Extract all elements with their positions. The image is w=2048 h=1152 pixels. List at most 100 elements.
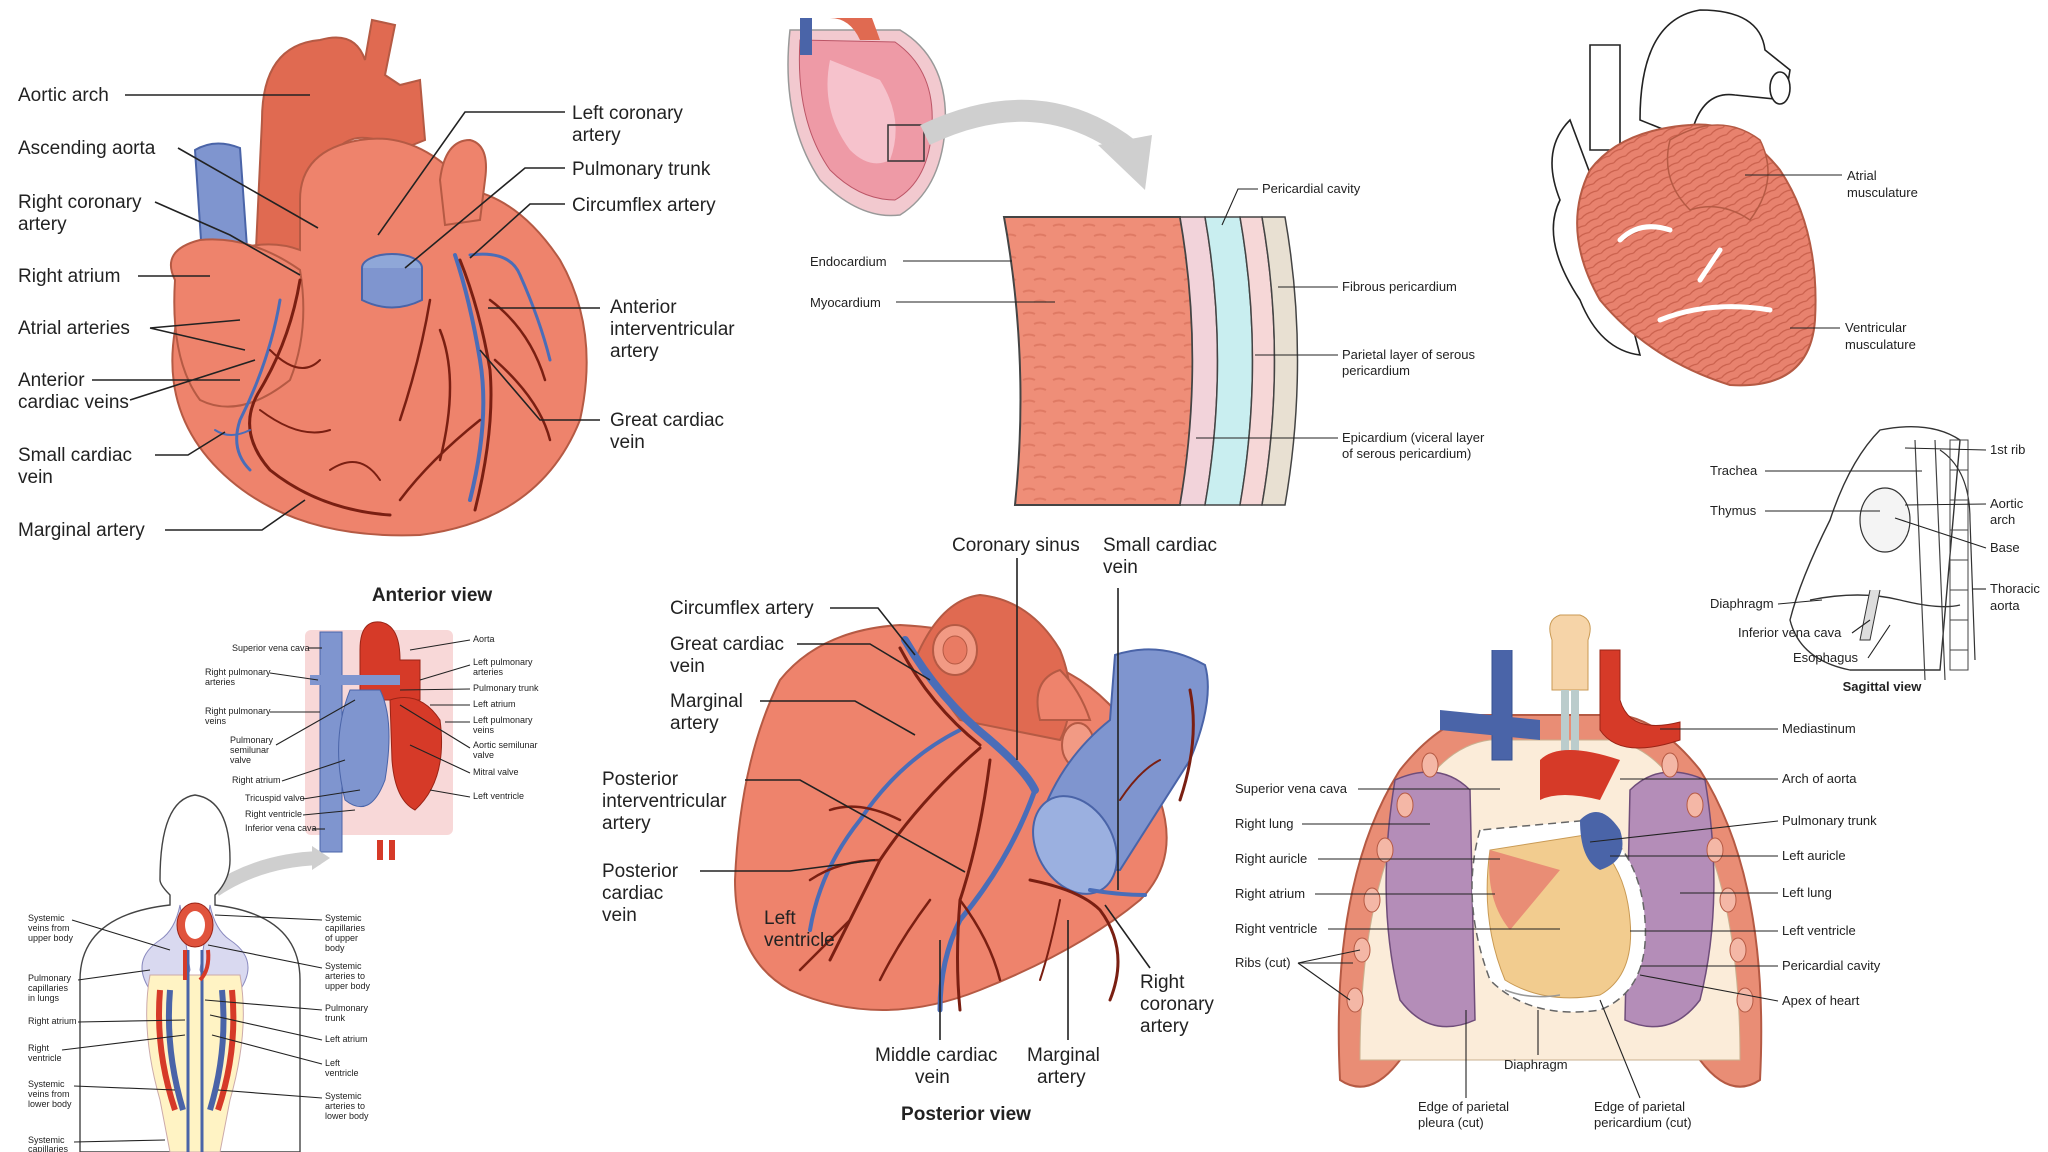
label-post-marginal-artery-2: artery	[670, 713, 719, 734]
label-body-pulmonary-trunk-1: Pulmonary	[325, 1003, 369, 1013]
label-body-systemic-arteries-upper-3: upper body	[325, 981, 371, 991]
sagittal-thorax-illustration	[1789, 426, 1976, 681]
label-circ-left-pulmonary-arteries-1: Left pulmonary	[473, 657, 533, 667]
thorax-illustration	[1337, 614, 1763, 1088]
sagittal-view-title: Sagittal view	[1843, 679, 1923, 694]
label-body-systemic-veins-upper-2: veins from	[28, 923, 70, 933]
label-circ-aortic-semilunar-1: Aortic semilunar	[473, 740, 538, 750]
label-circ-right-pulmonary-arteries-1: Right pulmonary	[205, 667, 271, 677]
label-body-systemic-capillaries-upper-4: body	[325, 943, 345, 953]
label-post-right-coronary-artery-2: coronary	[1140, 994, 1214, 1015]
label-sagittal-base: Base	[1990, 540, 2020, 555]
label-thoracic-aorta-2: aorta	[1990, 598, 2020, 613]
label-body-systemic-arteries-lower-1: Systemic	[325, 1091, 362, 1101]
label-circ-left-ventricle: Left ventricle	[473, 791, 524, 801]
label-thorax-superior-vena-cava: Superior vena cava	[1235, 781, 1348, 796]
label-body-pulmonary-trunk-2: trunk	[325, 1013, 346, 1023]
label-epicardium-2: of serous pericardium)	[1342, 446, 1471, 461]
label-thoracic-aorta-1: Thoracic	[1990, 581, 2040, 596]
label-posterior-interventricular-artery-3: artery	[602, 813, 651, 834]
label-first-rib: 1st rib	[1990, 442, 2025, 457]
label-circ-aortic-semilunar-2: valve	[473, 750, 494, 760]
label-ascending-aorta: Ascending aorta	[18, 138, 156, 159]
label-circ-mitral-valve: Mitral valve	[473, 767, 519, 777]
circulation-body-labels: Systemic veins from upper body Systemic …	[28, 913, 371, 1152]
label-sagittal-diaphragm: Diaphragm	[1710, 596, 1774, 611]
musculature-panel: Atrial musculature Ventricular musculatu…	[1551, 9, 1918, 387]
label-thorax-right-lung: Right lung	[1235, 816, 1294, 831]
label-thorax-pulmonary-trunk: Pulmonary trunk	[1782, 813, 1877, 828]
label-sagittal-thymus: Thymus	[1710, 503, 1757, 518]
label-circ-aorta: Aorta	[473, 634, 495, 644]
label-great-cardiac-vein-1: Great cardiac	[610, 410, 724, 431]
label-thorax-diaphragm: Diaphragm	[1504, 1057, 1568, 1072]
label-body-systemic-arteries-lower-2: arteries to	[325, 1101, 365, 1111]
label-body-pulmonary-capillaries-3: in lungs	[28, 993, 60, 1003]
label-left-coronary-artery-1: Left coronary	[572, 103, 683, 124]
label-post-marginal-artery-1: Marginal	[670, 691, 743, 712]
label-circumflex-artery: Circumflex artery	[572, 195, 716, 216]
label-circ-right-atrium: Right atrium	[232, 775, 281, 785]
label-sagittal-esophagus: Esophagus	[1793, 650, 1859, 665]
thorax-panel: Mediastinum Superior vena cava Arch of a…	[1235, 614, 1881, 1130]
anterior-coronary-vessels	[214, 252, 552, 517]
posterior-coronary-vessels	[798, 636, 1195, 1013]
anterior-view-panel: Aortic arch Ascending aorta Right corona…	[18, 18, 735, 606]
label-anterior-cardiac-veins-2: cardiac veins	[18, 392, 129, 413]
label-anterior-interventricular-artery-3: artery	[610, 341, 659, 362]
label-posterior-cardiac-vein-2: cardiac	[602, 883, 663, 904]
label-great-cardiac-vein-2: vein	[610, 432, 645, 453]
label-ventricular-musculature-1: Ventricular	[1845, 320, 1907, 335]
label-middle-cardiac-vein-2: vein	[915, 1067, 950, 1088]
label-edge-parietal-pericardium-1: Edge of parietal	[1594, 1099, 1685, 1114]
label-post-small-cardiac-vein-1: Small cardiac	[1103, 535, 1217, 556]
label-atrial-arteries: Atrial arteries	[18, 318, 130, 339]
label-circ-left-atrium: Left atrium	[473, 699, 516, 709]
label-thorax-mediastinum: Mediastinum	[1782, 721, 1856, 736]
label-ventricular-musculature-2: musculature	[1845, 337, 1916, 352]
label-post-small-cardiac-vein-2: vein	[1103, 557, 1138, 578]
circulation-panel: Superior vena cava Aorta Right pulmonary…	[28, 621, 539, 1152]
label-body-pulmonary-capillaries-2: capillaries	[28, 983, 69, 993]
label-circ-pulmonary-semilunar-2: semilunar	[230, 745, 269, 755]
heart-wall-panel: Pericardial cavity Endocardium Myocardiu…	[787, 18, 1485, 506]
musculature-heart-illustration	[1551, 9, 1817, 387]
label-circ-right-pulmonary-veins-2: veins	[205, 716, 227, 726]
heart-wall-layers	[1002, 216, 1299, 506]
label-middle-cardiac-vein-1: Middle cardiac	[875, 1045, 998, 1066]
anterior-view-title: Anterior view	[372, 585, 493, 606]
sagittal-view-panel: 1st rib Trachea Aortic arch Thymus Base …	[1710, 426, 2040, 694]
label-body-left-atrium: Left atrium	[325, 1034, 368, 1044]
label-edge-parietal-pleura-1: Edge of parietal	[1418, 1099, 1509, 1114]
label-thorax-left-lung: Left lung	[1782, 885, 1832, 900]
label-epicardium-1: Epicardium (viceral layer	[1342, 430, 1485, 445]
label-atrial-musculature-2: musculature	[1847, 185, 1918, 200]
label-sagittal-inferior-vena-cava: Inferior vena cava	[1738, 625, 1842, 640]
posterior-view-panel: Left ventricle Coronary sinus Small card…	[602, 535, 1217, 1125]
label-body-systemic-capillaries-upper-1: Systemic	[325, 913, 362, 923]
label-post-great-cardiac-vein-2: vein	[670, 656, 705, 677]
label-body-systemic-capillaries-upper-3: of upper	[325, 933, 358, 943]
label-pericardial-cavity: Pericardial cavity	[1262, 181, 1361, 196]
label-body-right-atrium: Right atrium	[28, 1016, 77, 1026]
label-edge-parietal-pleura-2: pleura (cut)	[1418, 1115, 1484, 1130]
label-posterior-cardiac-vein-3: vein	[602, 905, 637, 926]
label-circ-pulmonary-semilunar-1: Pulmonary	[230, 735, 274, 745]
heart-section-thumbnail	[787, 18, 947, 217]
label-thorax-left-auricle: Left auricle	[1782, 848, 1846, 863]
label-thorax-pericardial-cavity: Pericardial cavity	[1782, 958, 1881, 973]
label-body-systemic-veins-lower-2: veins from	[28, 1089, 70, 1099]
label-body-systemic-arteries-lower-3: lower body	[325, 1111, 369, 1121]
label-right-coronary-artery-1: Right coronary	[18, 192, 142, 213]
label-post-right-coronary-artery-1: Right	[1140, 972, 1185, 993]
label-post-right-coronary-artery-3: artery	[1140, 1016, 1189, 1037]
label-anterior-interventricular-artery-2: interventricular	[610, 319, 735, 340]
label-coronary-sinus: Coronary sinus	[952, 535, 1080, 556]
label-body-left-ventricle-2: ventricle	[325, 1068, 359, 1078]
label-post-circumflex-artery: Circumflex artery	[670, 598, 814, 619]
posterior-heart-illustration: Left ventricle	[733, 593, 1209, 1013]
label-myocardium: Myocardium	[810, 295, 881, 310]
label-edge-parietal-pericardium-2: pericardium (cut)	[1594, 1115, 1692, 1130]
label-sagittal-aortic-arch-1: Aortic	[1990, 496, 2024, 511]
label-atrial-musculature-1: Atrial	[1847, 168, 1877, 183]
